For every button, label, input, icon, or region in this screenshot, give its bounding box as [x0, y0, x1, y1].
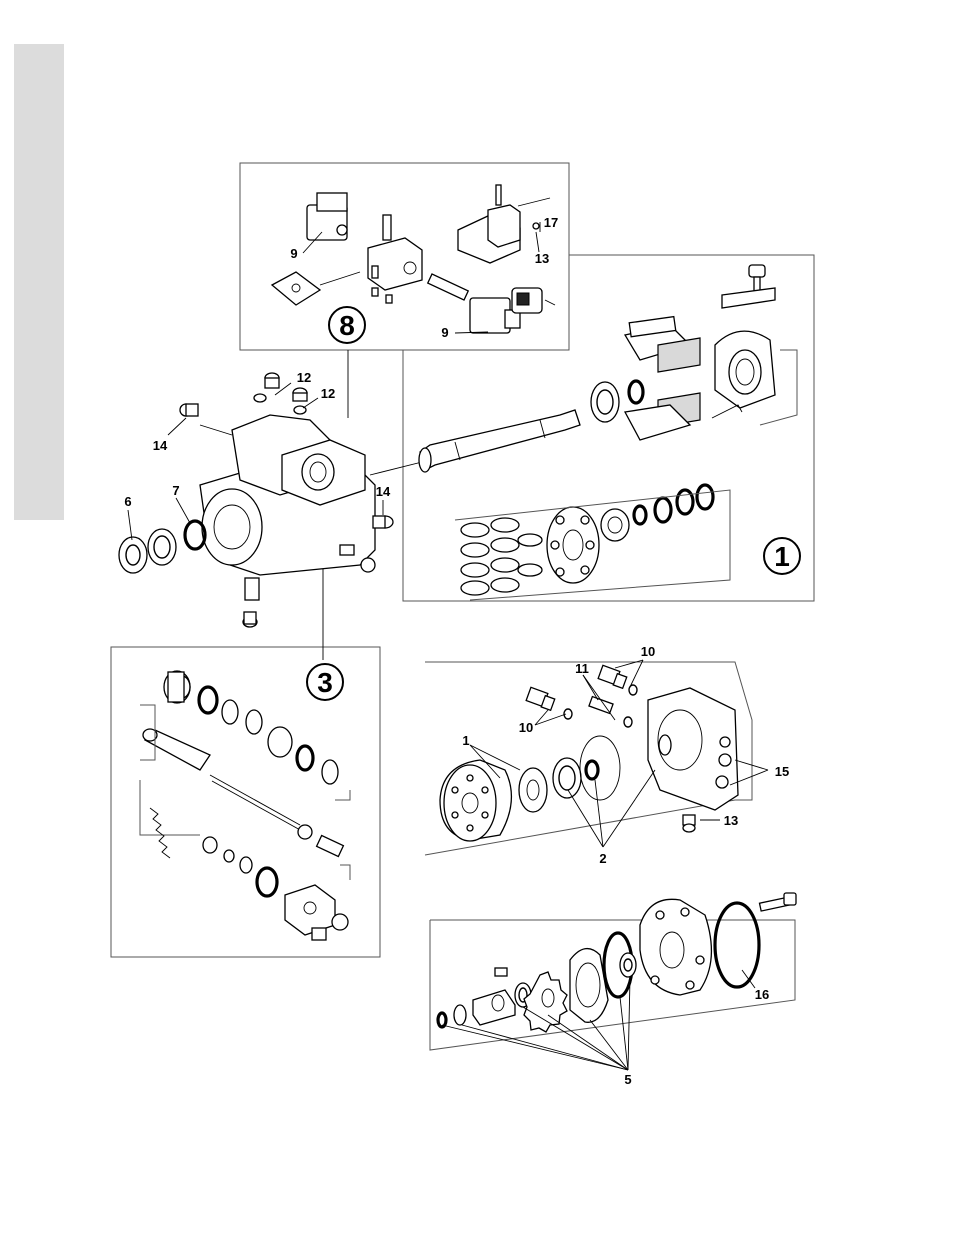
leader-5-g: [628, 978, 630, 1070]
callout-9-b: 9: [441, 325, 448, 340]
leader-2-a: [568, 790, 603, 847]
callout-10-a: 10: [519, 720, 533, 735]
group-8-parts: [272, 185, 555, 333]
callout-7: 7: [172, 483, 179, 498]
group-2-parts: [440, 665, 738, 841]
callout-6: 6: [124, 494, 131, 509]
callout-14-a: 14: [153, 438, 168, 453]
callout-2: 2: [599, 851, 606, 866]
callout-13-a: 13: [535, 251, 549, 266]
group-badge-3: 3: [307, 664, 343, 700]
group-label-1: 1: [774, 541, 790, 572]
leader-5-f: [620, 997, 628, 1070]
group-badge-8: 8: [329, 307, 365, 343]
callout-5: 5: [624, 1072, 631, 1087]
leader-2-b: [595, 780, 603, 847]
leader-10-b: [615, 660, 643, 668]
callout-12-a: 12: [297, 370, 311, 385]
group-label-3: 3: [317, 667, 333, 698]
main-pump-housing: [119, 373, 393, 627]
leader-10-b2: [630, 660, 643, 687]
callout-10-b: 10: [641, 644, 655, 659]
callout-14-b: 14: [376, 484, 391, 499]
group-3-parts: [140, 671, 350, 940]
leader-2-c: [603, 770, 655, 847]
callout-17: 17: [544, 215, 558, 230]
leader-5-a: [442, 1025, 628, 1070]
leader-5-d: [548, 1015, 628, 1070]
leader-5-c: [523, 1007, 628, 1070]
group-label-8: 8: [339, 310, 355, 341]
callout-1: 1: [462, 733, 469, 748]
leader-6: [128, 510, 132, 540]
callout-9-a: 9: [290, 246, 297, 261]
group-5-parts: [438, 893, 796, 1032]
callout-15: 15: [775, 764, 789, 779]
leader-13-a: [536, 232, 539, 252]
leader-7: [176, 498, 190, 523]
callout-12-b: 12: [321, 386, 335, 401]
callout-13-b: 13: [724, 813, 738, 828]
group-badge-1: 1: [764, 538, 800, 574]
leader-14-a2: [200, 425, 232, 435]
callout-16: 16: [755, 987, 769, 1002]
leader-14-a: [168, 418, 186, 435]
callout-11: 11: [575, 661, 589, 676]
